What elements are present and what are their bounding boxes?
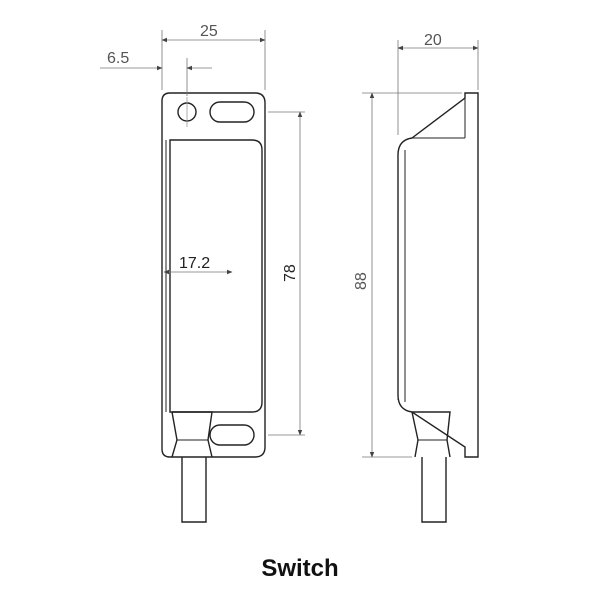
front-face-inner <box>169 139 263 413</box>
front-body-outline <box>161 92 266 458</box>
front-view <box>161 92 266 523</box>
dim-front-width: 25 <box>200 23 218 40</box>
dim-side-width: 20 <box>424 32 442 49</box>
cable-side <box>421 457 447 523</box>
side-body-outline <box>397 92 479 458</box>
cable-front <box>181 457 207 523</box>
side-view <box>397 92 479 523</box>
dimension-lines <box>100 30 479 458</box>
mounting-slot-top <box>209 101 255 123</box>
dim-inner-width: 17.2 <box>179 255 210 272</box>
dim-hole-spacing: 78 <box>282 264 299 282</box>
dim-total-height: 88 <box>353 272 370 290</box>
cable-gland-front <box>171 411 213 458</box>
dim-hole-offset: 6.5 <box>107 50 129 67</box>
figure-caption: Switch <box>261 555 339 582</box>
mounting-slot-bottom <box>209 424 255 446</box>
cable-gland-side <box>411 411 451 458</box>
